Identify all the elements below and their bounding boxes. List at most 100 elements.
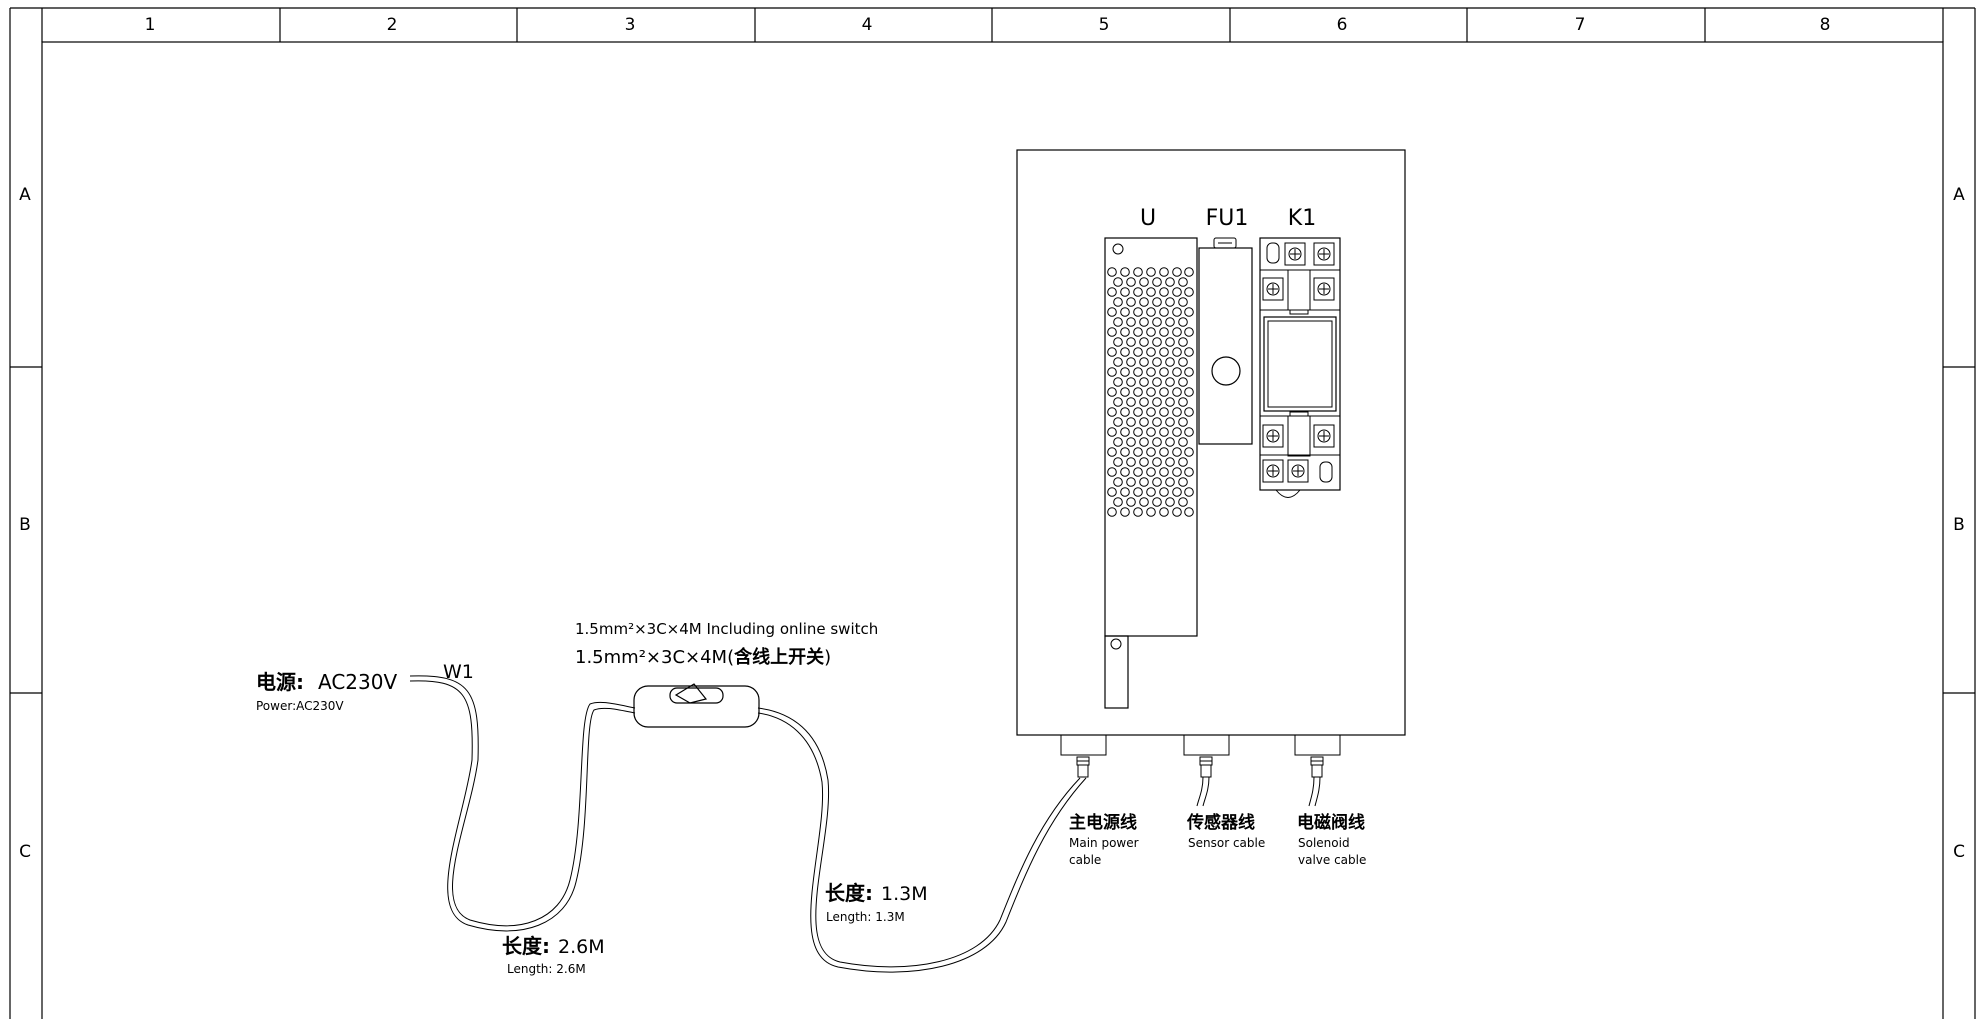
vent-hole bbox=[1113, 417, 1123, 427]
vent-hole bbox=[1184, 307, 1194, 317]
wire-id-w1: W1 bbox=[443, 661, 474, 683]
vent-hole bbox=[1139, 277, 1149, 287]
vent-hole bbox=[1107, 367, 1117, 377]
vent-hole bbox=[1139, 437, 1149, 447]
vent-hole bbox=[1165, 437, 1175, 447]
length-2-value: 1.3M bbox=[881, 883, 928, 905]
vent-hole bbox=[1113, 357, 1123, 367]
vent-hole bbox=[1120, 507, 1130, 517]
wire-spec-en: 1.5mm²×3C×4M Including online switch bbox=[575, 620, 878, 638]
vent-hole bbox=[1172, 467, 1182, 477]
vent-hole bbox=[1133, 427, 1143, 437]
sensor-gland bbox=[1183, 734, 1230, 756]
vent-hole bbox=[1178, 437, 1188, 447]
vent-hole bbox=[1139, 297, 1149, 307]
power-supply-u bbox=[1104, 237, 1198, 709]
vent-hole bbox=[1133, 307, 1143, 317]
length-1-value: 2.6M bbox=[558, 936, 605, 958]
vent-hole bbox=[1184, 427, 1194, 437]
vent-hole bbox=[1107, 347, 1117, 357]
vent-hole bbox=[1184, 387, 1194, 397]
vent-hole bbox=[1120, 407, 1130, 417]
vent-hole bbox=[1133, 367, 1143, 377]
vent-hole bbox=[1165, 497, 1175, 507]
vent-hole bbox=[1152, 337, 1162, 347]
vent-hole bbox=[1120, 447, 1130, 457]
vent-hole bbox=[1159, 307, 1169, 317]
vent-hole bbox=[1120, 427, 1130, 437]
vent-hole bbox=[1113, 497, 1123, 507]
row-label: C bbox=[1953, 842, 1965, 862]
relay-k1 bbox=[1259, 237, 1341, 498]
vent-hole bbox=[1113, 457, 1123, 467]
vent-hole bbox=[1107, 387, 1117, 397]
main-power-cable-en-1: Main power bbox=[1069, 836, 1139, 850]
vent-hole bbox=[1152, 497, 1162, 507]
vent-hole bbox=[1146, 427, 1156, 437]
vent-hole bbox=[1159, 467, 1169, 477]
vent-hole bbox=[1159, 487, 1169, 497]
vent-hole bbox=[1184, 367, 1194, 377]
vent-hole bbox=[1113, 437, 1123, 447]
vent-hole bbox=[1184, 447, 1194, 457]
wire-spec-cn-bold: 含线上开关 bbox=[734, 646, 824, 668]
vent-hole bbox=[1126, 277, 1136, 287]
vent-hole bbox=[1146, 267, 1156, 277]
power-label-en: Power:AC230V bbox=[256, 699, 344, 713]
vent-hole bbox=[1159, 347, 1169, 357]
vent-hole bbox=[1159, 407, 1169, 417]
vent-hole bbox=[1139, 317, 1149, 327]
vent-hole bbox=[1120, 367, 1130, 377]
sensor-cable-en: Sensor cable bbox=[1188, 836, 1265, 850]
solenoid-cable-cn: 电磁阀线 bbox=[1297, 812, 1365, 833]
vent-hole bbox=[1107, 427, 1117, 437]
vent-hole bbox=[1120, 307, 1130, 317]
vent-hole bbox=[1126, 457, 1136, 467]
vent-hole bbox=[1178, 417, 1188, 427]
column-label: 7 bbox=[1575, 15, 1586, 35]
vent-hole bbox=[1152, 457, 1162, 467]
vent-hole bbox=[1113, 377, 1123, 387]
column-label: 6 bbox=[1337, 15, 1348, 35]
column-label: 8 bbox=[1820, 15, 1831, 35]
vent-hole bbox=[1146, 467, 1156, 477]
vent-hole bbox=[1165, 357, 1175, 367]
vent-hole bbox=[1126, 317, 1136, 327]
vent-hole bbox=[1152, 317, 1162, 327]
vent-hole bbox=[1152, 377, 1162, 387]
row-label: A bbox=[19, 185, 31, 205]
vent-hole bbox=[1172, 327, 1182, 337]
vent-hole bbox=[1165, 317, 1175, 327]
vent-hole bbox=[1133, 327, 1143, 337]
row-label: B bbox=[19, 515, 31, 535]
vent-hole bbox=[1159, 507, 1169, 517]
vent-hole bbox=[1107, 307, 1117, 317]
component-label-u: U bbox=[1140, 206, 1156, 231]
vent-hole bbox=[1126, 357, 1136, 367]
vent-hole bbox=[1165, 417, 1175, 427]
sensor-cable-cn: 传感器线 bbox=[1186, 812, 1255, 833]
vent-hole bbox=[1172, 407, 1182, 417]
vent-hole bbox=[1120, 267, 1130, 277]
vent-hole bbox=[1178, 337, 1188, 347]
vent-hole bbox=[1120, 387, 1130, 397]
vent-hole bbox=[1120, 467, 1130, 477]
vent-hole bbox=[1165, 457, 1175, 467]
vent-hole bbox=[1172, 507, 1182, 517]
vent-hole bbox=[1120, 347, 1130, 357]
vent-hole bbox=[1165, 277, 1175, 287]
vent-hole bbox=[1165, 477, 1175, 487]
vent-hole bbox=[1184, 507, 1194, 517]
vent-hole bbox=[1133, 447, 1143, 457]
vent-hole bbox=[1184, 487, 1194, 497]
vent-hole bbox=[1139, 457, 1149, 467]
vent-hole bbox=[1184, 467, 1194, 477]
length-1-en: Length: 2.6M bbox=[507, 962, 586, 976]
vent-hole bbox=[1113, 477, 1123, 487]
vent-hole bbox=[1139, 357, 1149, 367]
vent-hole bbox=[1133, 487, 1143, 497]
vent-hole bbox=[1152, 297, 1162, 307]
power-value: AC230V bbox=[318, 670, 397, 694]
vent-hole bbox=[1126, 337, 1136, 347]
